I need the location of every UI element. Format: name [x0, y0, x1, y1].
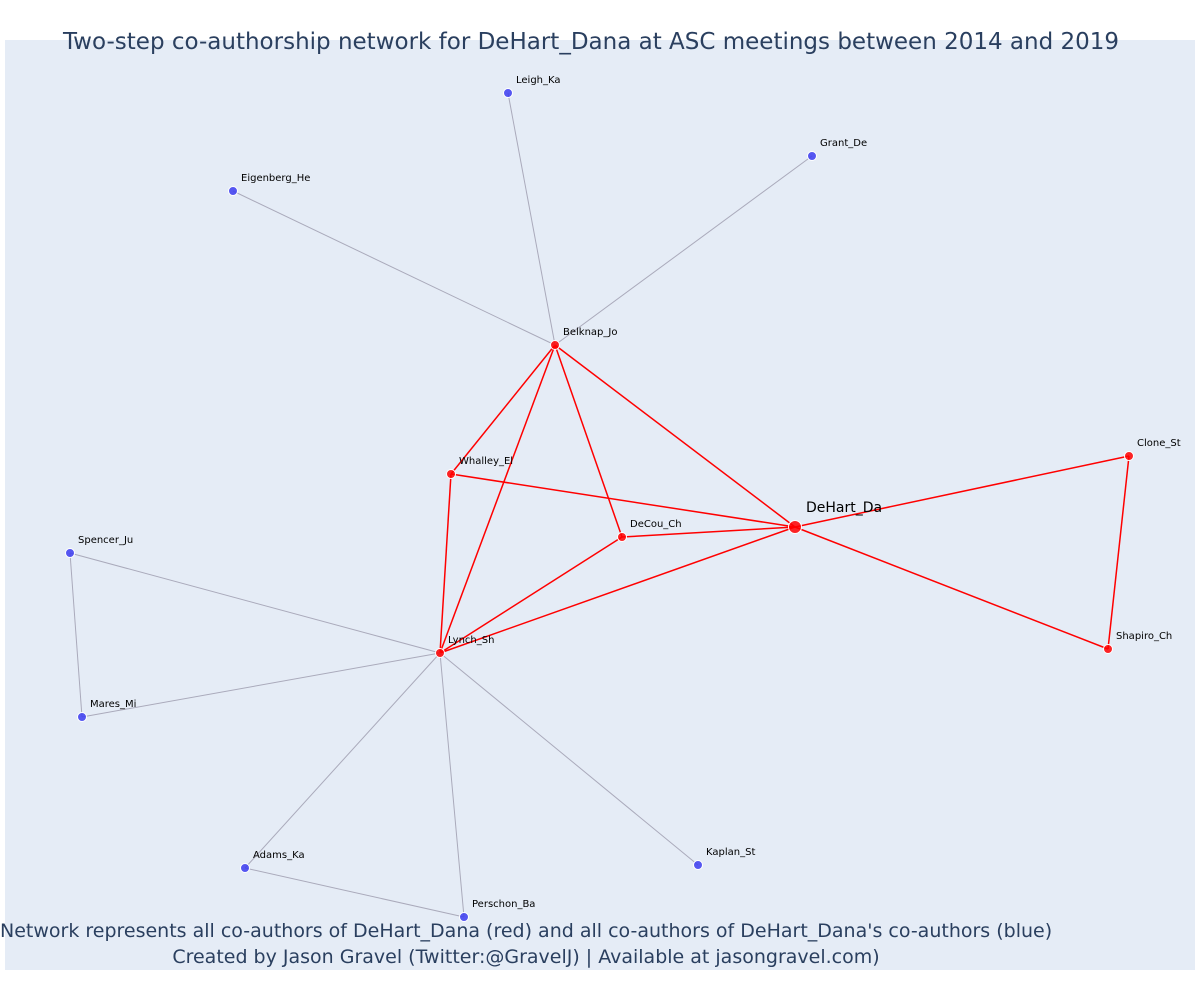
node-marker[interactable]: [503, 88, 513, 98]
node-marker[interactable]: [1124, 451, 1134, 461]
edge-Spencer_Ju-Mares_Mi: [69, 552, 83, 718]
footer-line-1: Network represents all co-authors of DeH…: [0, 920, 1053, 942]
node-label: Grant_De: [820, 138, 867, 149]
node-DeHart_Da[interactable]: DeHart_Da: [788, 500, 883, 534]
edge-Belknap_Jo-Grant_De: [554, 155, 813, 346]
edge-DeHart_Da-Clone_St: [794, 455, 1130, 528]
node-marker[interactable]: [807, 151, 817, 161]
node-marker[interactable]: [240, 863, 250, 873]
node-label: Whalley_El: [459, 456, 513, 467]
node-Whalley_El[interactable]: Whalley_El: [446, 456, 514, 479]
node-marker[interactable]: [788, 520, 802, 534]
node-marker[interactable]: [459, 912, 469, 922]
node-DeCou_Ch[interactable]: DeCou_Ch: [617, 519, 682, 542]
node-label: Adams_Ka: [253, 850, 305, 861]
edge-Lynch_Sh-Adams_Ka: [244, 652, 441, 869]
node-Belknap_Jo[interactable]: Belknap_Jo: [550, 327, 618, 350]
edge-DeHart_Da-Lynch_Sh: [439, 526, 796, 654]
chart-footer: Network represents all co-authors of DeH…: [0, 918, 1052, 970]
node-Mares_Mi[interactable]: Mares_Mi: [77, 699, 137, 722]
edge-Lynch_Sh-Mares_Mi: [81, 652, 441, 718]
edge-Lynch_Sh-Kaplan_St: [439, 652, 699, 866]
edge-Whalley_El-Lynch_Sh: [439, 473, 452, 654]
node-label: Mares_Mi: [90, 699, 136, 710]
node-label: Shapiro_Ch: [1116, 631, 1172, 642]
node-Lynch_Sh[interactable]: Lynch_Sh: [435, 635, 495, 658]
node-Shapiro_Ch[interactable]: Shapiro_Ch: [1103, 631, 1173, 654]
edge-DeHart_Da-Shapiro_Ch: [794, 526, 1109, 650]
node-Spencer_Ju[interactable]: Spencer_Ju: [65, 535, 134, 558]
node-marker[interactable]: [617, 532, 627, 542]
node-marker[interactable]: [693, 860, 703, 870]
node-label: Kaplan_St: [706, 847, 755, 858]
node-label: Eigenberg_He: [241, 173, 310, 184]
edge-Belknap_Jo-Whalley_El: [450, 344, 556, 475]
edge-Belknap_Jo-Lynch_Sh: [439, 344, 556, 654]
nodes-layer: DeHart_Da Belknap_JoWhalley_ElDeCou_ChLyn…: [65, 75, 1181, 922]
node-label: Perschon_Ba: [472, 899, 535, 910]
node-Grant_De[interactable]: Grant_De: [807, 138, 868, 161]
node-label: Spencer_Ju: [78, 535, 133, 546]
edge-Clone_St-Shapiro_Ch: [1107, 455, 1130, 650]
edge-Belknap_Jo-Eigenberg_He: [232, 190, 556, 346]
node-label: Clone_St: [1137, 438, 1181, 449]
chart-title: Two-step co-authorship network for DeHar…: [62, 29, 1120, 55]
node-label: DeHart_Da: [806, 500, 882, 516]
edge-Belknap_Jo-DeCou_Ch: [554, 344, 623, 538]
node-Adams_Ka[interactable]: Adams_Ka: [240, 850, 305, 873]
edge-Adams_Ka-Perschon_Ba: [244, 867, 465, 918]
node-marker[interactable]: [1103, 644, 1113, 654]
edge-DeHart_Da-Whalley_El: [450, 473, 796, 528]
node-marker[interactable]: [228, 186, 238, 196]
node-marker[interactable]: [446, 469, 456, 479]
edge-DeHart_Da-Belknap_Jo: [554, 344, 796, 528]
node-Clone_St[interactable]: Clone_St: [1124, 438, 1181, 461]
node-Kaplan_St[interactable]: Kaplan_St: [693, 847, 756, 870]
edge-DeHart_Da-DeCou_Ch: [621, 526, 796, 538]
node-label: DeCou_Ch: [630, 519, 682, 530]
node-label: Lynch_Sh: [448, 635, 494, 646]
edges-layer: [69, 92, 1130, 918]
node-label: Leigh_Ka: [516, 75, 561, 86]
footer-line-2: Created by Jason Gravel (Twitter:@Gravel…: [172, 946, 880, 968]
node-Eigenberg_He[interactable]: Eigenberg_He: [228, 173, 311, 196]
edge-Belknap_Jo-Leigh_Ka: [507, 92, 556, 346]
node-marker[interactable]: [77, 712, 87, 722]
node-marker[interactable]: [435, 648, 445, 658]
edge-Lynch_Sh-Perschon_Ba: [439, 652, 465, 918]
edge-DeCou_Ch-Lynch_Sh: [439, 536, 623, 654]
edge-Lynch_Sh-Spencer_Ju: [69, 552, 441, 654]
node-label: Belknap_Jo: [563, 327, 617, 338]
node-marker[interactable]: [65, 548, 75, 558]
plot-area: [5, 40, 1195, 970]
node-marker[interactable]: [550, 340, 560, 350]
node-Leigh_Ka[interactable]: Leigh_Ka: [503, 75, 561, 98]
node-Perschon_Ba[interactable]: Perschon_Ba: [459, 899, 536, 922]
